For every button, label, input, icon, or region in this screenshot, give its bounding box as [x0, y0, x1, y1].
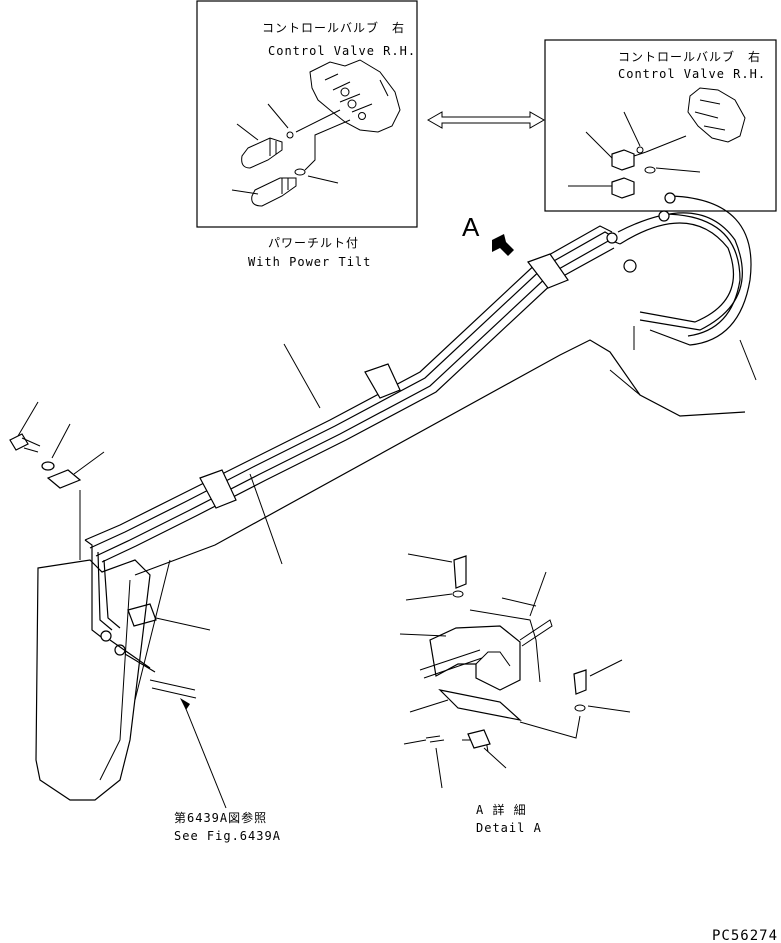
bolt-left: [9, 433, 41, 453]
power-tilt-label-jp: パワーチルト付: [268, 236, 359, 250]
boom-pipes: [84, 192, 752, 699]
pipe-clamp-2: [364, 363, 401, 399]
detail-a: [399, 553, 631, 789]
pipe-clamp-1: [199, 469, 237, 509]
bracket-detail: [429, 625, 521, 691]
drawing-code: PC56274: [712, 928, 778, 943]
pipe-clamp-3: [527, 253, 569, 289]
bolt-detail-upper: [453, 555, 467, 589]
control-valve-right: [687, 87, 746, 143]
block-fitting-upper: [611, 149, 647, 171]
power-tilt-label-en: With Power Tilt: [248, 255, 371, 269]
washer-left: [41, 461, 55, 471]
inset-right-title-en: Control Valve R.H.: [618, 67, 766, 81]
inset-right-title-jp: コントロールバルブ 右: [618, 49, 761, 64]
double-arrow: [426, 111, 546, 129]
inset-left-title-en: Control Valve R.H.: [268, 44, 416, 58]
view-arrow: [492, 234, 514, 256]
see-fig-label-jp: 第6439A図参照: [174, 810, 267, 825]
inset-left-title-jp: コントロールバルブ 右: [262, 20, 405, 35]
see-fig-arrow: [180, 698, 227, 809]
elbow-fitting-lower: [251, 119, 351, 207]
detail-label-jp: A 詳 細: [476, 802, 527, 817]
clip-left: [46, 469, 82, 489]
block-fitting-lower: [611, 177, 635, 199]
view-marker-a: A: [462, 212, 480, 242]
inset-left: コントロールバルブ 右 Control Valve R.H.: [196, 0, 418, 228]
inset-right: コントロールバルブ 右 Control Valve R.H.: [544, 39, 777, 212]
detail-label-en: Detail A: [476, 821, 542, 835]
boom-body: [35, 339, 746, 801]
control-valve-left: [309, 59, 401, 133]
elbow-fitting-upper: [241, 109, 341, 169]
see-fig-label-en: See Fig.6439A: [174, 829, 281, 843]
bolt-detail-lower: [573, 669, 587, 695]
